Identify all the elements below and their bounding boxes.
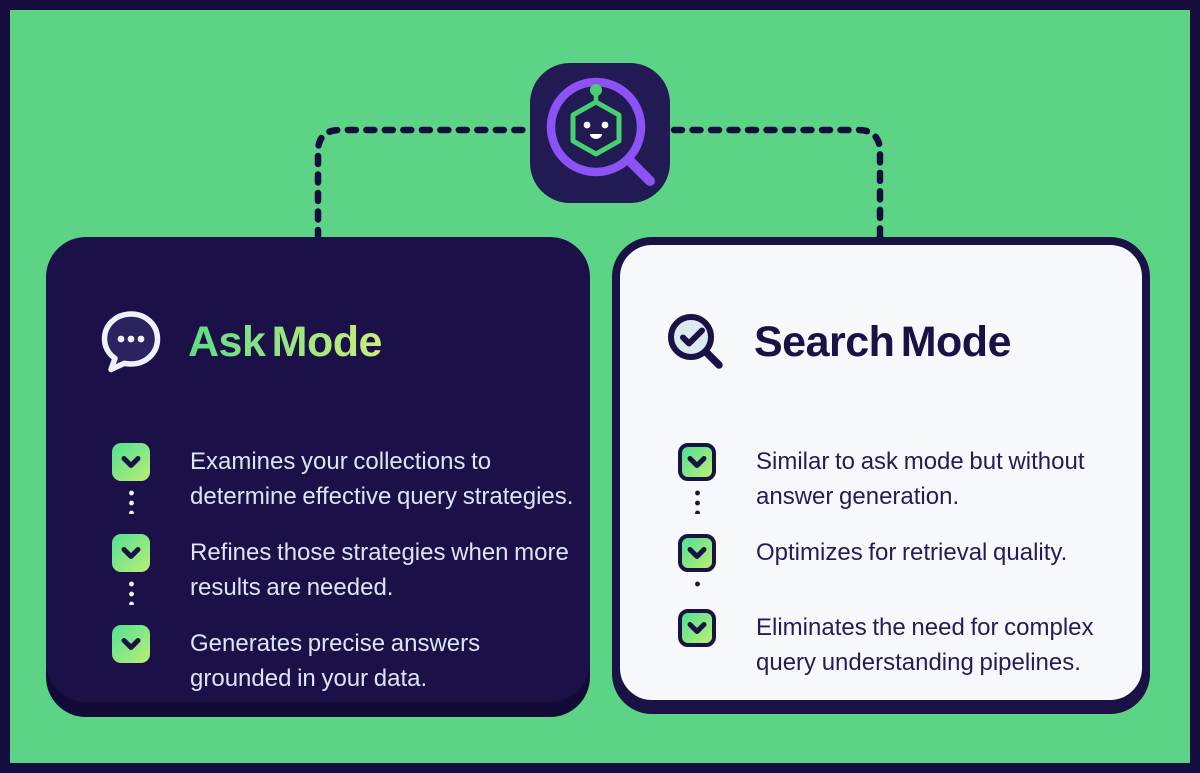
- bullet-rail: [678, 609, 716, 680]
- dotted-connector: [694, 579, 700, 590]
- bullet-item: Eliminates the need for complex query un…: [678, 609, 1142, 680]
- search-mode-card: Search Mode Similar to ask mode but with…: [612, 237, 1150, 708]
- bullet-item: Optimizes for retrieval quality.: [678, 534, 1142, 609]
- ask-mode-title: Ask Mode: [188, 317, 382, 366]
- app-logo-tile: [530, 63, 670, 203]
- dotted-connector: [128, 488, 134, 515]
- bullet-item: Generates precise answers grounded in yo…: [112, 625, 590, 696]
- bullet-rail: [112, 534, 150, 606]
- search-check-icon: [668, 314, 723, 369]
- bullet-item: Refines those strategies when more resul…: [112, 534, 590, 625]
- bullet-rail: [678, 443, 716, 515]
- search-mode-header: Search Mode: [664, 285, 1142, 399]
- checkbox-icon: [112, 534, 150, 573]
- search-mode-bullet-list: Similar to ask mode but without answer g…: [678, 443, 1142, 680]
- bullet-rail: [112, 443, 150, 515]
- checkbox-icon: [112, 443, 150, 482]
- dotted-connector: [694, 488, 700, 515]
- bullet-item: Similar to ask mode but without answer g…: [678, 443, 1142, 534]
- checkbox-icon: [112, 625, 150, 664]
- robot-search-icon: [546, 77, 655, 186]
- bullet-rail: [678, 534, 716, 590]
- chat-bubble-icon: [101, 311, 161, 373]
- dotted-connector: [128, 579, 134, 606]
- bullet-text: Optimizes for retrieval quality.: [756, 539, 1068, 567]
- ask-mode-bullet-list: Examines your collections to determine e…: [112, 443, 590, 696]
- bullet-rail: [112, 625, 150, 696]
- bullet-text: Examines your collections to determine e…: [190, 448, 574, 511]
- bullet-text: Generates precise answers grounded in yo…: [190, 630, 481, 693]
- bullet-text: Refines those strategies when more resul…: [190, 539, 569, 602]
- search-mode-title: Search Mode: [754, 317, 1011, 366]
- checkbox-icon: [678, 609, 716, 648]
- ask-mode-card: Ask Mode Examines your collections to de…: [46, 237, 590, 702]
- ask-mode-header: Ask Mode: [98, 285, 590, 399]
- bullet-item: Examines your collections to determine e…: [112, 443, 590, 534]
- checkbox-icon: [678, 534, 716, 573]
- bullet-text: Similar to ask mode but without answer g…: [756, 448, 1085, 511]
- checkbox-icon: [678, 443, 716, 482]
- bullet-text: Eliminates the need for complex query un…: [756, 614, 1094, 677]
